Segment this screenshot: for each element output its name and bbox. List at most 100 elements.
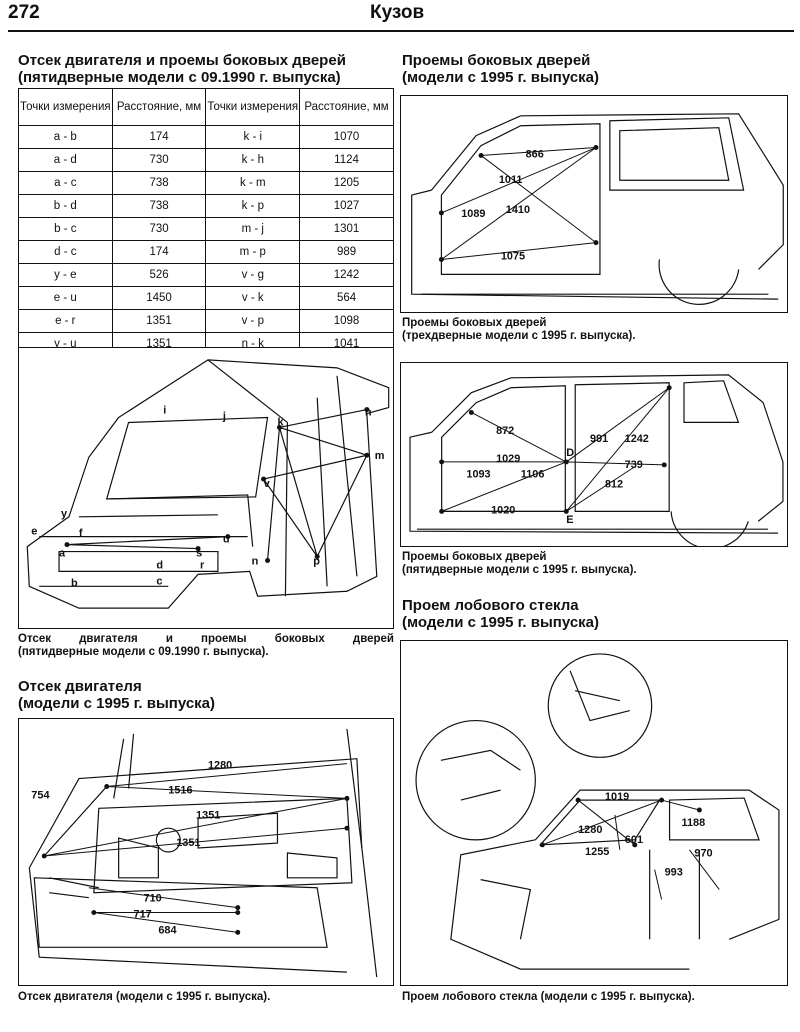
point-s: s — [196, 548, 202, 560]
table-cell: 1027 — [299, 194, 394, 218]
table-cell: 1301 — [299, 217, 394, 241]
point-u: u — [223, 534, 230, 546]
dim-970: 970 — [694, 848, 712, 860]
point-i: i — [163, 405, 166, 417]
3door-drawing: 866 1011 1089 1410 1075 — [411, 113, 784, 305]
point-e: e — [31, 526, 37, 538]
table-cell: 738 — [111, 194, 207, 218]
dim-754: 754 — [31, 789, 49, 801]
figure-engine: 1280 754 1516 1351 1351 710 717 684 — [18, 718, 394, 986]
table-cell: e - r — [18, 309, 113, 333]
windshield-title-line1: Проем лобового стекла — [402, 597, 579, 614]
table-cell: 989 — [299, 240, 394, 264]
col-header: Расстояние, мм — [299, 88, 394, 126]
dim-1410: 1410 — [506, 204, 530, 216]
caption-engine: Отсек двигателя (модели с 1995 г. выпуск… — [18, 991, 271, 1003]
table-cell: v - k — [205, 286, 301, 310]
dim-1089: 1089 — [461, 208, 485, 220]
caption-3door: Проемы боковых дверей (трехдверные модел… — [402, 317, 636, 343]
dim-1351-upper: 1351 — [196, 809, 220, 821]
table-cell: 526 — [111, 263, 207, 287]
point-m: m — [375, 450, 385, 462]
table-cell: e - u — [18, 286, 113, 310]
figure-5door: 872 991 1242 1029 739 1093 1106 812 1020… — [400, 362, 788, 547]
point-D: D — [566, 447, 574, 459]
table-title-line2: (пятидверные модели с 09.1990 г. выпуска… — [18, 69, 341, 86]
table-cell: 1098 — [299, 309, 394, 333]
engine-drawing: 1280 754 1516 1351 1351 710 717 684 — [28, 728, 378, 978]
point-v: v — [264, 478, 271, 490]
dim-991: 991 — [590, 433, 608, 445]
table-cell: 1205 — [299, 171, 394, 195]
point-E: E — [566, 514, 573, 526]
dim-1188: 1188 — [681, 817, 705, 829]
dim-993: 993 — [665, 867, 683, 879]
table-cell: a - c — [18, 171, 113, 195]
dim-1011: 1011 — [499, 174, 523, 186]
table-cell: 738 — [111, 171, 207, 195]
dim-1093: 1093 — [466, 469, 490, 481]
point-b: b — [71, 577, 78, 589]
table-cell: 1242 — [299, 263, 394, 287]
table-cell: 174 — [111, 240, 207, 264]
point-d: d — [156, 559, 163, 571]
dim-1280: 1280 — [578, 824, 602, 836]
side-doors-title-line1: Проемы боковых дверей — [402, 52, 591, 69]
caption-3door-line1: Проемы боковых дверей — [402, 317, 547, 329]
figure-windshield: 1019 1188 1280 601 1255 970 993 — [400, 640, 788, 986]
caption-5door: Проемы боковых дверей (пятидверные модел… — [402, 551, 637, 577]
body-points-drawing: i j k h m v y e f a d c b s r u n p — [26, 359, 390, 609]
dim-1020: 1020 — [491, 504, 515, 516]
table-cell: b - c — [18, 217, 113, 241]
table-cell: a - b — [18, 125, 113, 149]
dim-1029: 1029 — [496, 453, 520, 465]
table-cell: 730 — [111, 217, 207, 241]
side-doors-title: Проемы боковых дверей (модели с 1995 г. … — [402, 52, 599, 86]
table-cell: a - d — [18, 148, 113, 172]
table-title: Отсек двигателя и проемы боковых дверей … — [18, 52, 346, 86]
dim-710: 710 — [143, 893, 161, 905]
dim-1019: 1019 — [605, 791, 629, 803]
col-header: Точки измерения — [18, 88, 113, 126]
engine-title-line1: Отсек двигателя — [18, 678, 142, 695]
caption-5door-line2: (пятидверные модели с 1995 г. выпуска). — [402, 564, 637, 576]
engine-title-line2: (модели с 1995 г. выпуска) — [18, 695, 216, 712]
dim-866: 866 — [526, 148, 544, 160]
point-j: j — [222, 410, 226, 422]
point-n: n — [252, 555, 259, 567]
dim-872: 872 — [496, 425, 514, 437]
table-cell: k - p — [205, 194, 301, 218]
windshield-title-line2: (модели с 1995 г. выпуска) — [402, 614, 600, 631]
table-header-row: Точки измерения Расстояние, мм Точки изм… — [18, 88, 394, 126]
figure-body-points: i j k h m v y e f a d c b s r u n p — [18, 347, 394, 629]
dim-1351-lower: 1351 — [176, 837, 200, 849]
point-k: k — [277, 416, 284, 428]
table-cell: v - p — [205, 309, 301, 333]
dim-1255: 1255 — [585, 846, 609, 858]
table-cell: 1351 — [111, 309, 207, 333]
caption-line2: (пятидверные модели с 09.1990 г. выпуска… — [18, 646, 269, 658]
table-cell: b - d — [18, 194, 113, 218]
table-cell: 1124 — [299, 148, 394, 172]
point-h: h — [365, 407, 372, 419]
table-cell: m - j — [205, 217, 301, 241]
table-cell: v - g — [205, 263, 301, 287]
engine-title: Отсек двигателя (модели с 1995 г. выпуск… — [18, 678, 215, 712]
table-cell: 564 — [299, 286, 394, 310]
side-doors-title-line2: (модели с 1995 г. выпуска) — [402, 69, 600, 86]
dim-601: 601 — [625, 834, 643, 846]
figure-3door: 866 1011 1089 1410 1075 — [400, 95, 788, 313]
table-cell: m - p — [205, 240, 301, 264]
col-header: Расстояние, мм — [111, 88, 207, 126]
table-cell: 730 — [111, 148, 207, 172]
point-f: f — [79, 528, 83, 540]
table-cell: 1070 — [299, 125, 394, 149]
dim-1280: 1280 — [208, 760, 232, 772]
